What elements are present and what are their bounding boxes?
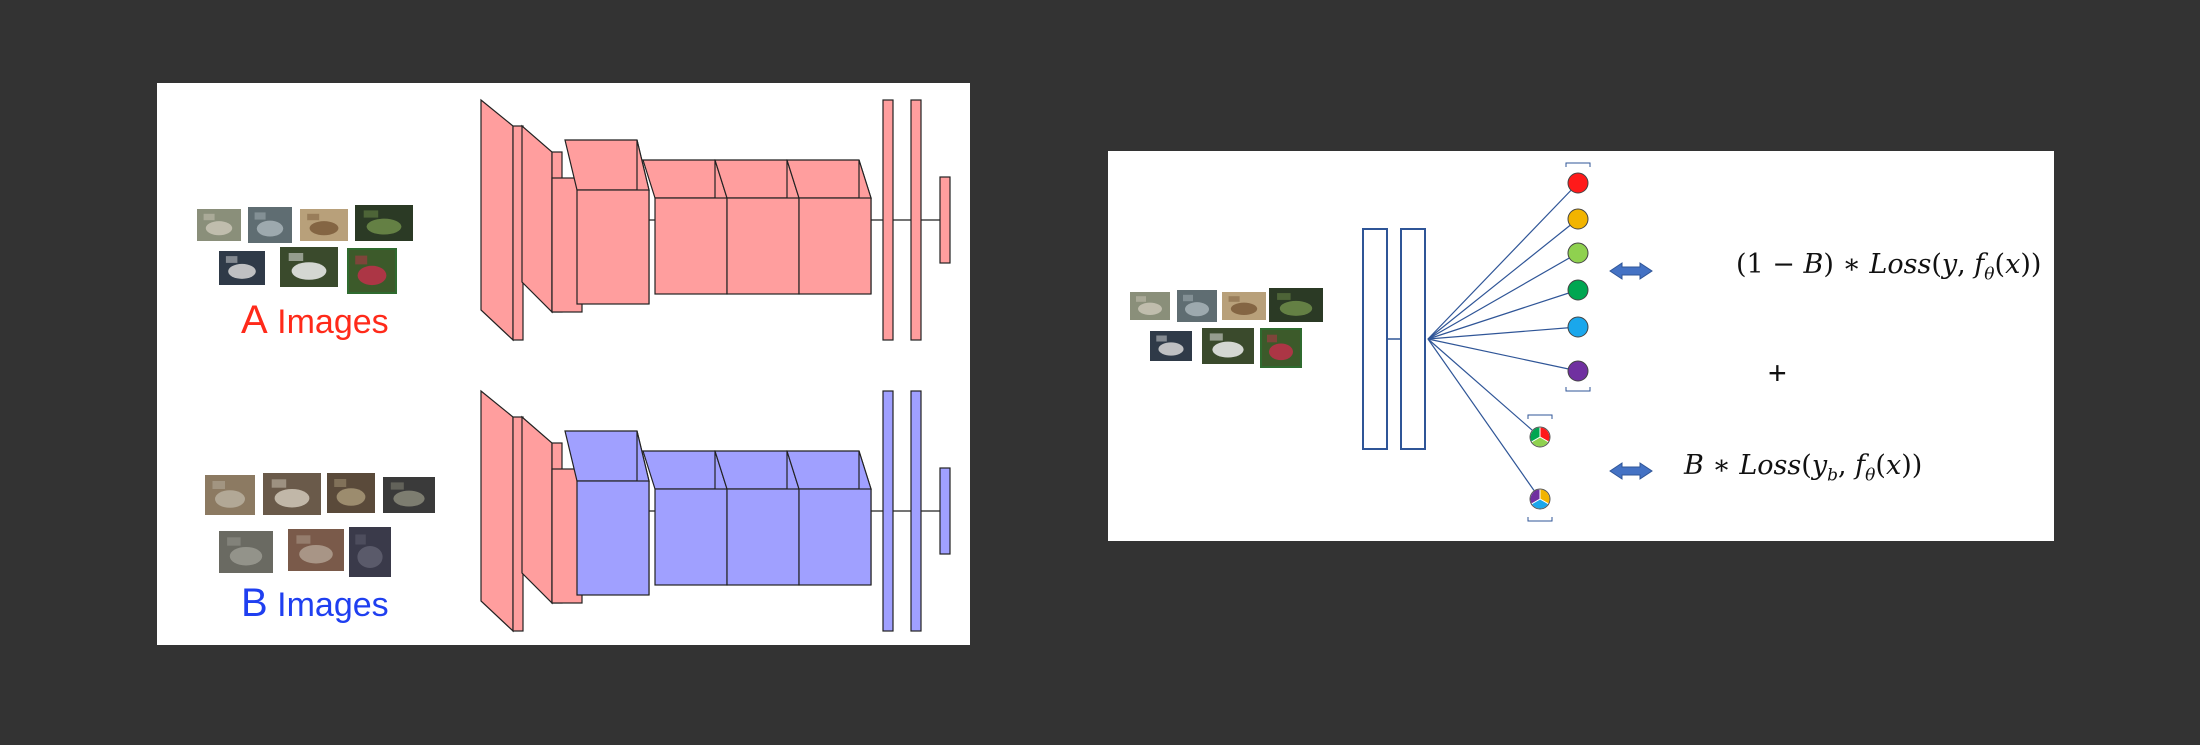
connection-line (1427, 289, 1579, 340)
conv-block (786, 159, 872, 295)
caption-a-word: Images (277, 303, 389, 341)
conv-block (714, 159, 800, 295)
image-thumbnail (1130, 292, 1170, 320)
connection-line (1427, 338, 1541, 438)
image-thumbnail (347, 248, 397, 294)
fc-layer (910, 99, 922, 341)
right-panel: (1 − B) ∗ Loss(y, fθ(x)) + B ∗ Loss(yb, … (1108, 151, 2054, 541)
image-thumbnail (1150, 331, 1192, 361)
class-node (1567, 172, 1589, 194)
left-panel: A Images B Images (157, 83, 970, 645)
image-thumbnail (327, 473, 375, 513)
fc-layer (910, 390, 922, 632)
image-thumbnail (1260, 328, 1302, 368)
class-node (1567, 316, 1589, 338)
conv-block (642, 450, 728, 586)
connection-line (1427, 182, 1579, 340)
plus-sign: + (1768, 355, 1787, 391)
conv-block (786, 450, 872, 586)
bias-loss-formula: B ∗ Loss(yb, fθ(x)) (1684, 450, 1923, 486)
fc-layer (1400, 228, 1426, 450)
caption-b-letter: B (241, 581, 268, 625)
double-arrow-icon (1609, 262, 1653, 280)
class-node (1567, 279, 1589, 301)
conv-block (714, 450, 800, 586)
bracket (1565, 162, 1591, 167)
bias-node (1529, 426, 1551, 448)
image-thumbnail (280, 247, 338, 287)
conv-block (642, 159, 728, 295)
image-thumbnail (1202, 328, 1254, 364)
class-node (1567, 208, 1589, 230)
connection-line (1427, 252, 1579, 340)
conv-block (564, 139, 650, 305)
conv-layer (480, 98, 524, 342)
fc-layer (882, 390, 894, 632)
caption-b-word: Images (277, 586, 389, 624)
image-thumbnail (300, 209, 348, 241)
class-node (1567, 360, 1589, 382)
image-thumbnail (219, 251, 265, 285)
caption-a-images: A Images (241, 298, 389, 343)
bracket (1527, 517, 1553, 522)
conv-block (564, 430, 650, 596)
image-thumbnail (219, 531, 273, 573)
bracket (1565, 387, 1591, 392)
loss-diagram (1130, 162, 1653, 522)
image-thumbnail (288, 529, 344, 571)
output-layer (939, 176, 951, 264)
image-thumbnail (248, 207, 292, 243)
connection-line (1427, 326, 1579, 340)
connection-line (1427, 338, 1541, 500)
class-node (1567, 242, 1589, 264)
image-thumbnail (197, 209, 241, 241)
fc-layer (882, 99, 894, 341)
caption-a-letter: A (241, 298, 268, 342)
output-layer (939, 467, 951, 555)
image-thumbnail (1222, 292, 1266, 320)
connection-line (1427, 218, 1579, 340)
cnn-diagram (197, 98, 951, 633)
main-loss-formula: (1 − B) ∗ Loss(y, fθ(x)) (1736, 249, 2042, 285)
image-thumbnail (1177, 290, 1217, 322)
image-thumbnail (355, 205, 413, 241)
connection-line (1427, 338, 1579, 372)
fc-layer (1362, 228, 1388, 450)
image-thumbnail (205, 475, 255, 515)
image-thumbnail (383, 477, 435, 513)
bracket (1527, 414, 1553, 419)
image-thumbnail (263, 473, 321, 515)
double-arrow-icon (1609, 462, 1653, 480)
conv-layer (480, 389, 524, 633)
image-thumbnail (349, 527, 391, 577)
caption-b-images: B Images (241, 581, 389, 626)
bias-node (1529, 488, 1551, 510)
image-thumbnail (1269, 288, 1323, 322)
